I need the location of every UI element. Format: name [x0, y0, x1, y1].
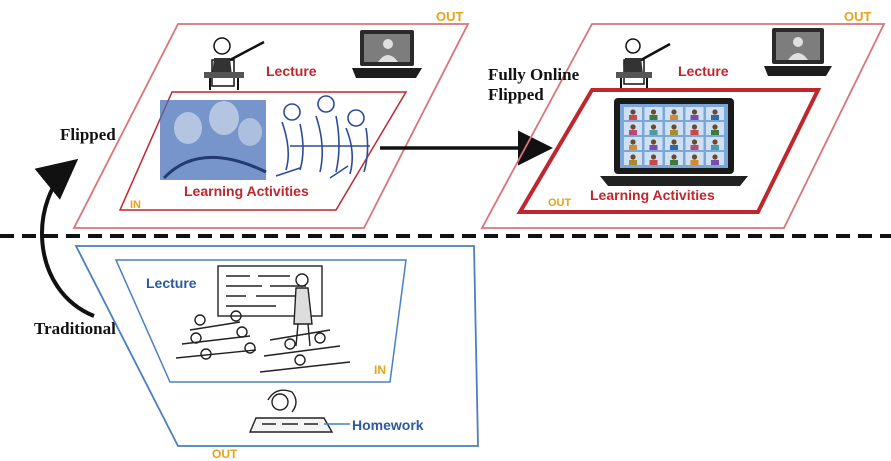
traditional-inner-parallelogram — [114, 259, 407, 383]
participant-body — [690, 115, 699, 120]
participant-head — [630, 109, 636, 115]
participant-head — [691, 109, 698, 115]
participant-body — [629, 130, 637, 135]
participant-body — [629, 160, 637, 165]
video-conference-icon — [600, 98, 748, 186]
participant-head — [712, 109, 718, 115]
participant-body — [670, 145, 678, 150]
participant-body — [670, 130, 678, 135]
flipped-out-label: OUT — [436, 9, 464, 24]
flipped-inner-parallelogram — [118, 91, 408, 211]
participant-body — [629, 115, 637, 120]
participant-head — [691, 124, 698, 130]
classroom-icon — [175, 265, 351, 373]
participant-body — [711, 145, 719, 150]
participant-body — [711, 160, 719, 165]
online-outer-parallelogram — [480, 23, 886, 229]
flipped-label: Flipped — [60, 125, 116, 144]
flipped-lecture-label: Lecture — [266, 63, 317, 79]
traditional-lecture-label: Lecture — [146, 275, 197, 291]
students-group-icon — [160, 95, 370, 180]
traditional-out-label: OUT — [212, 447, 238, 461]
participant-head — [650, 139, 657, 145]
participant-head — [691, 154, 698, 160]
laptop-icon — [352, 30, 422, 78]
participant-body — [670, 160, 678, 165]
participant-head — [650, 154, 657, 160]
fully-online-label-line1: Fully Online — [488, 65, 580, 84]
online-panel: OUT Fully Online Flipped Lecture — [480, 9, 886, 229]
fully-online-label-line2: Flipped — [488, 85, 544, 104]
flipped-panel: OUT Lecture — [72, 9, 470, 229]
flipped-activities-label: Learning Activities — [184, 183, 309, 199]
participant-head — [650, 124, 657, 130]
participant-body — [690, 145, 699, 150]
participant-head — [712, 154, 718, 160]
participant-body — [649, 130, 658, 135]
homework-icon — [248, 389, 350, 433]
participant-head — [691, 139, 698, 145]
traditional-to-flipped-arrow — [34, 158, 95, 318]
participant-head — [671, 109, 677, 115]
flipped-outer-parallelogram — [72, 23, 470, 229]
participant-head — [630, 124, 636, 130]
traditional-homework-label: Homework — [352, 417, 424, 433]
participant-head — [712, 139, 718, 145]
participant-head — [650, 109, 657, 115]
traditional-in-label: IN — [374, 363, 386, 377]
flipped-in-label: IN — [130, 199, 141, 211]
participant-body — [690, 160, 699, 165]
participant-body — [649, 145, 658, 150]
online-out-top-label: OUT — [844, 9, 872, 24]
online-activities-label: Learning Activities — [590, 187, 715, 203]
participant-head — [671, 139, 677, 145]
online-lecture-label: Lecture — [678, 63, 729, 79]
participant-body — [711, 115, 719, 120]
online-inner-parallelogram — [516, 88, 822, 214]
participant-body — [629, 145, 637, 150]
lecturer-icon — [204, 37, 265, 90]
participant-head — [630, 154, 636, 160]
traditional-label: Traditional — [34, 319, 116, 338]
participant-head — [630, 139, 636, 145]
participant-body — [649, 160, 658, 165]
traditional-outer-parallelogram — [74, 245, 479, 447]
lecturer-icon — [616, 38, 671, 88]
participant-body — [649, 115, 658, 120]
participant-body — [711, 130, 719, 135]
traditional-panel: Lecture IN — [74, 245, 479, 461]
participant-head — [671, 154, 677, 160]
laptop-icon — [764, 28, 832, 76]
participant-body — [670, 115, 678, 120]
online-out-inner-label: OUT — [548, 197, 572, 209]
participant-head — [712, 124, 718, 130]
participant-body — [690, 130, 699, 135]
participant-head — [671, 124, 677, 130]
